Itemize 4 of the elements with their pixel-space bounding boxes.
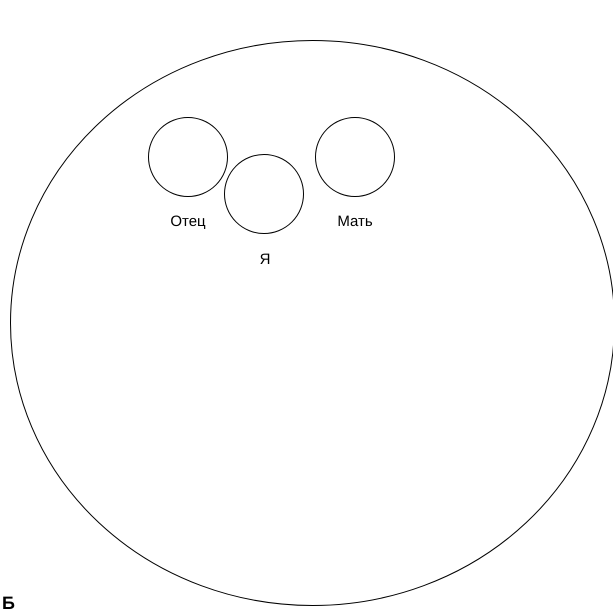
panel-letter: Б	[2, 593, 15, 614]
person-label: Отец	[170, 214, 206, 230]
person-label: Я	[260, 252, 270, 268]
person-label: Мать	[337, 214, 373, 230]
